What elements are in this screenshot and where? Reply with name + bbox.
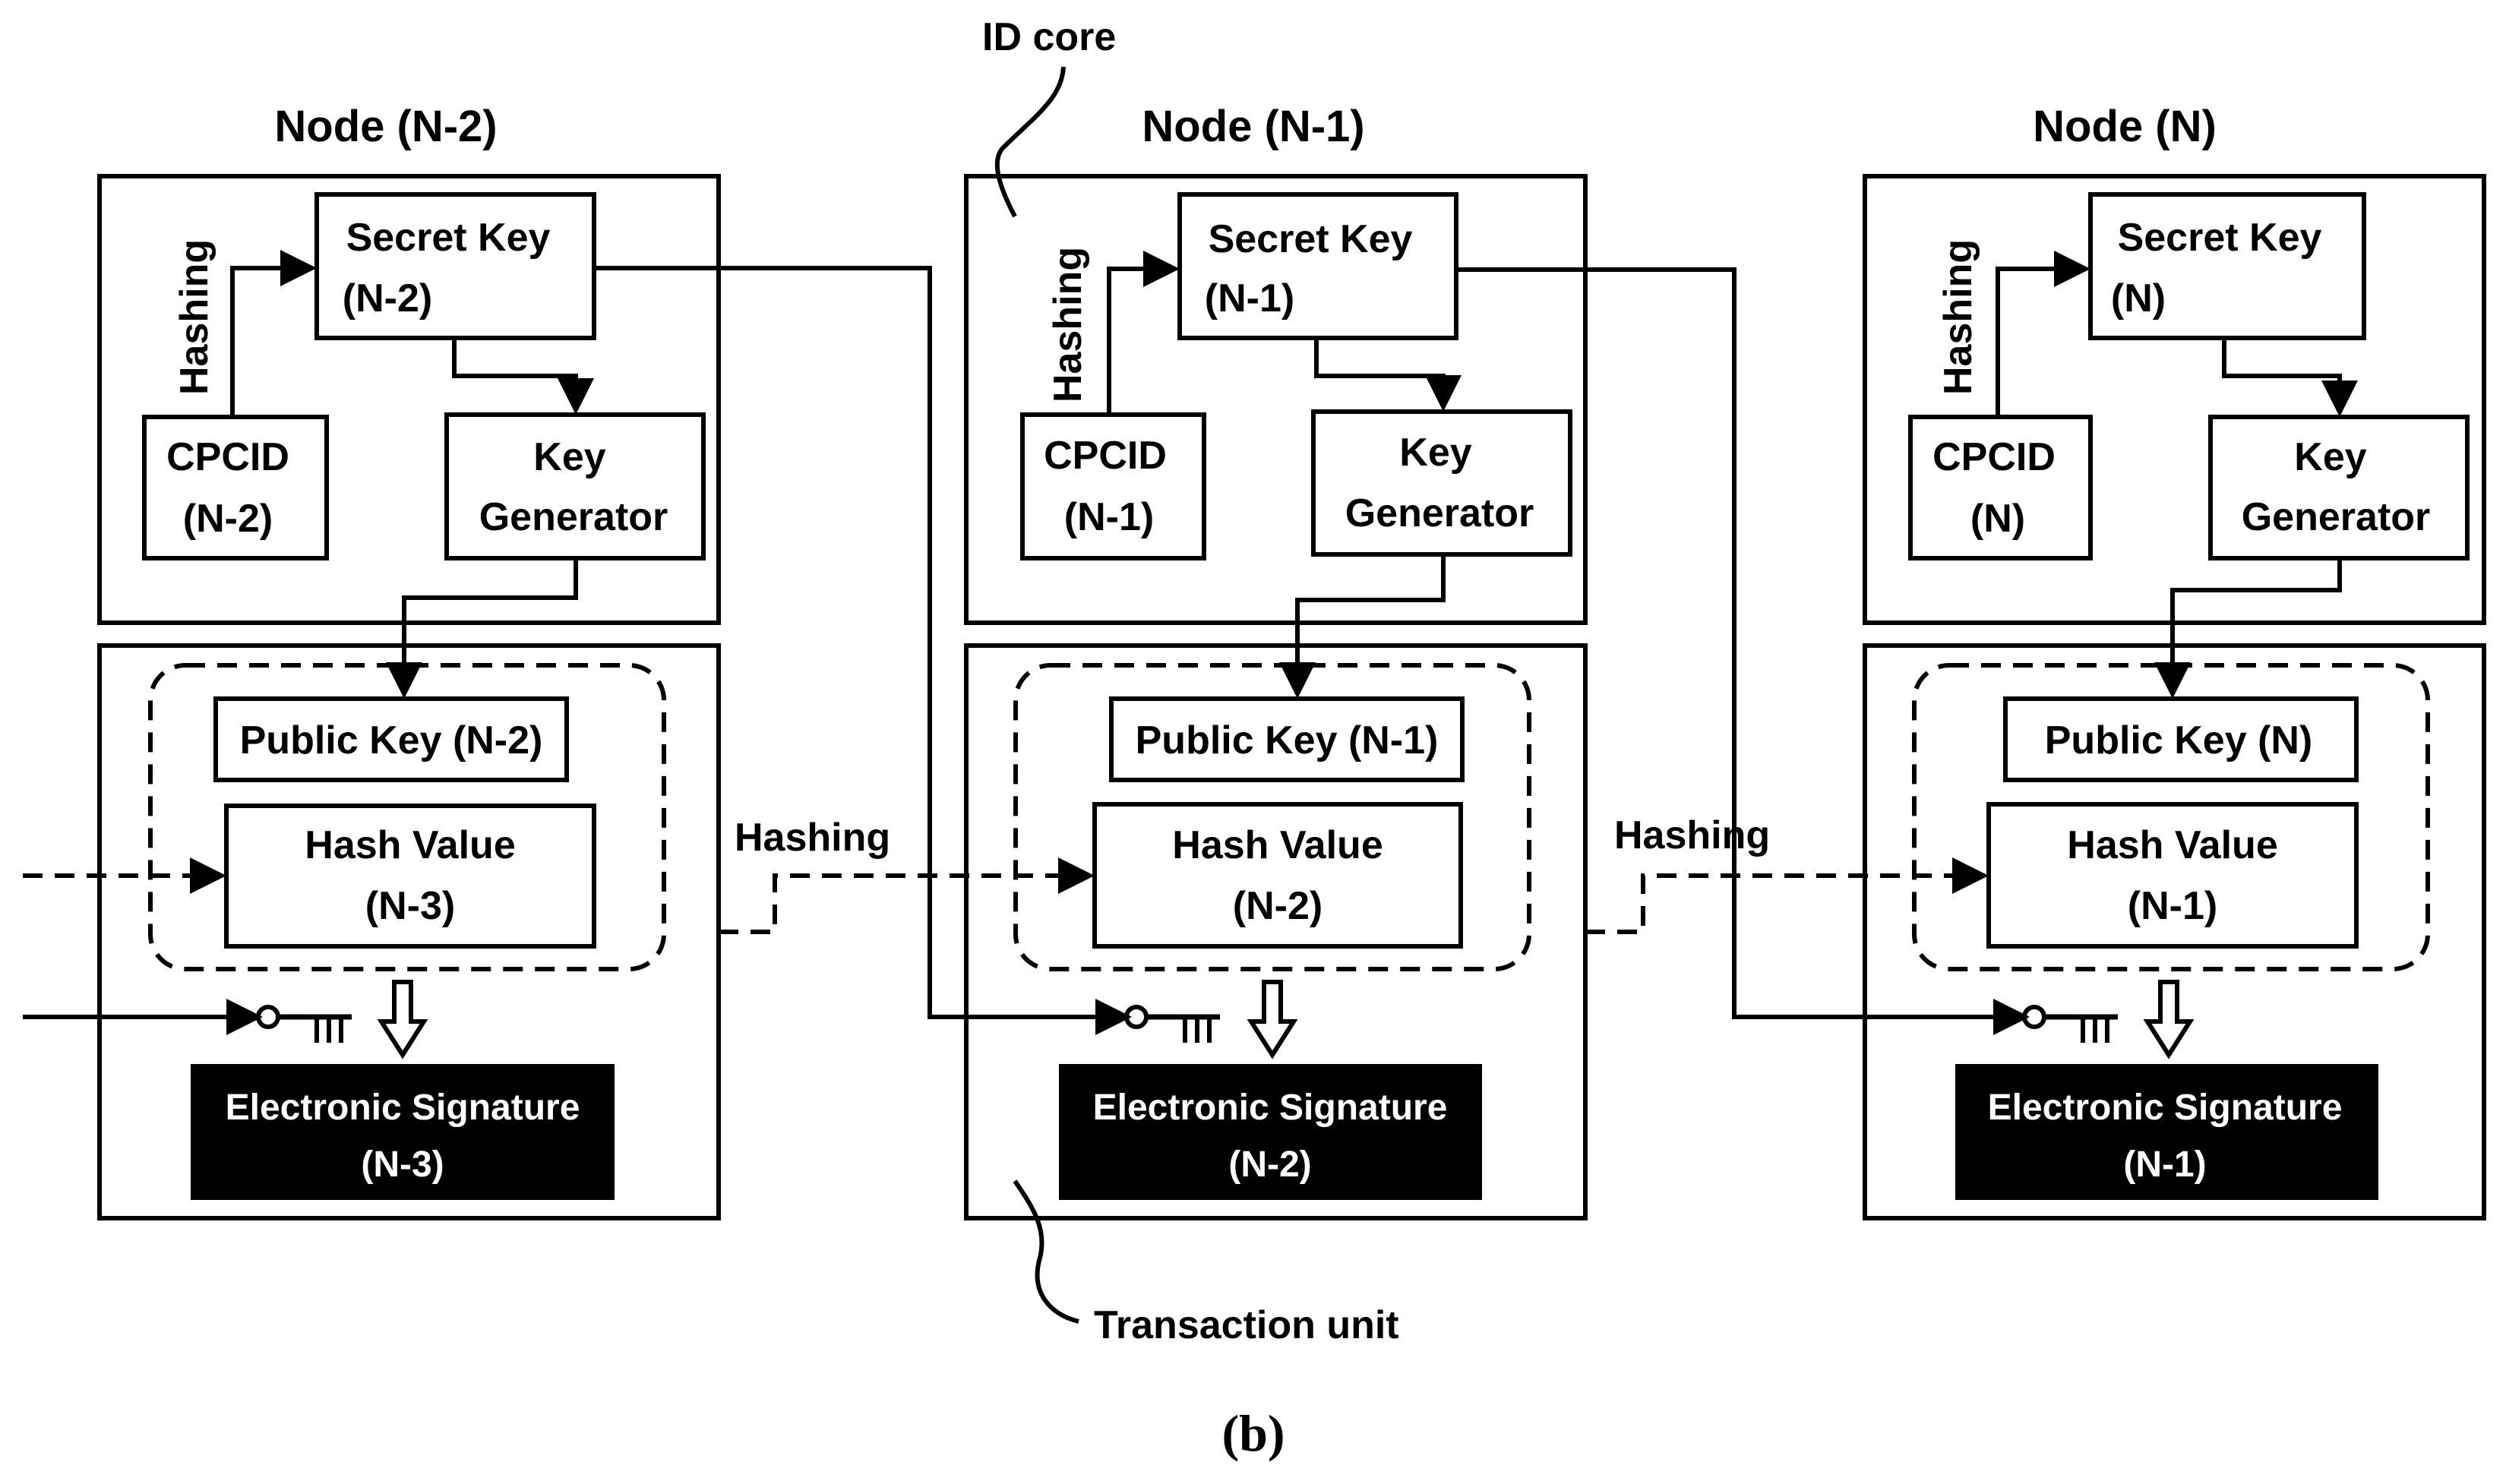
secret-key-index: (N-2)	[343, 276, 432, 320]
secret-key-link-2-arrow	[1456, 267, 2030, 1035]
hash-value-index: (N-3)	[365, 884, 455, 928]
cpcid-index: (N)	[1970, 497, 2025, 541]
key-generator-line1: Key	[2294, 435, 2366, 479]
secret-key-box	[2088, 192, 2366, 340]
hashing-label: Hashing	[172, 239, 216, 395]
secret-to-generator-arrow	[2222, 338, 2358, 417]
secret-key-label: Secret Key	[346, 216, 551, 260]
hashing-link-2-label: Hashing	[1614, 813, 1770, 857]
cpcid-box	[142, 415, 329, 560]
secret-to-generator-arrow	[452, 338, 594, 415]
electronic-signature-label: Electronic Signature	[1093, 1088, 1448, 1128]
block-data-dashed-group	[1912, 663, 2430, 971]
secret-key-label: Secret Key	[1209, 217, 1413, 261]
electronic-signature-index: (N-3)	[361, 1145, 444, 1185]
hash-value-label: Hash Value	[1172, 823, 1383, 867]
hashing-arrow	[230, 250, 317, 417]
public-key-box	[1109, 696, 1465, 782]
hashing-label: Hashing	[1046, 247, 1090, 403]
secret-to-generator-arrow	[1314, 338, 1462, 412]
key-generator-box	[1311, 409, 1572, 557]
generator-to-public-key-arrow	[2154, 558, 2342, 699]
hashing-arrow	[1107, 251, 1180, 415]
generator-to-public-key-arrow	[386, 558, 578, 699]
cpcid-label: CPCID	[1932, 435, 2056, 479]
cpcid-label: CPCID	[1044, 434, 1167, 478]
block-data-dashed-group	[1013, 663, 1531, 971]
id-core-leader-line	[994, 66, 1066, 218]
public-key-box	[213, 696, 569, 782]
key-generator-box	[2208, 415, 2470, 560]
transaction-unit-label: Transaction unit	[1094, 1303, 1399, 1347]
key-generator-line2: Generator	[2242, 495, 2431, 539]
transaction-unit-leader-line	[1013, 1179, 1079, 1324]
node-title: Node (N)	[2033, 102, 2217, 151]
hashing-label: Hashing	[1936, 239, 1980, 395]
key-generator-line1: Key	[533, 435, 605, 479]
hash-value-box	[1986, 802, 2359, 949]
public-key-label: Public Key (N-2)	[240, 718, 543, 763]
block-data-dashed-group	[148, 663, 666, 971]
node-n-2: Node (N-2) Secret Key (N-2) CPCID (N-2) …	[97, 102, 721, 1220]
node-n-1: Node (N-1) Secret Key (N-1) CPCID (N-1) …	[964, 102, 1588, 1220]
electronic-signature-box	[191, 1064, 615, 1200]
hash-value-index: (N-2)	[1233, 884, 1323, 928]
secret-key-index: (N-1)	[1205, 276, 1294, 320]
key-generator-box	[444, 412, 706, 560]
hashing-link-1-dashed-arrow	[719, 857, 1095, 934]
secret-key-box	[314, 192, 596, 340]
cpcid-box	[1908, 415, 2093, 560]
hash-value-label: Hash Value	[2067, 823, 2277, 867]
generator-to-public-key-arrow	[1279, 554, 1446, 699]
secret-key-label: Secret Key	[2118, 216, 2322, 260]
id-core-label: ID core	[982, 15, 1116, 59]
public-key-label: Public Key (N-1)	[1136, 718, 1439, 763]
public-key-label: Public Key (N)	[2045, 718, 2313, 763]
secret-key-index: (N)	[2111, 276, 2166, 320]
key-generator-line2: Generator	[1345, 491, 1534, 535]
hash-value-label: Hash Value	[305, 823, 515, 867]
hash-value-box	[224, 804, 596, 949]
cpcid-box	[1020, 412, 1206, 560]
cpcid-index: (N-1)	[1064, 495, 1154, 539]
electronic-signature-index: (N-2)	[1228, 1145, 1311, 1185]
cpcid-label: CPCID	[166, 435, 289, 479]
key-generator-line2: Generator	[479, 495, 668, 539]
hashing-link-1-label: Hashing	[735, 816, 890, 860]
electronic-signature-label: Electronic Signature	[226, 1088, 580, 1128]
hash-value-box	[1092, 802, 1463, 949]
figure-caption: (b)	[1221, 1404, 1285, 1462]
hashing-arrow	[1996, 251, 2090, 417]
key-generator-line1: Key	[1399, 431, 1471, 475]
electronic-signature-box	[1059, 1064, 1482, 1200]
electronic-signature-box	[1955, 1064, 2378, 1200]
hash-value-index: (N-1)	[2128, 884, 2217, 928]
node-n: Node (N) Secret Key (N) CPCID (N) Key Ge…	[1863, 102, 2486, 1220]
cpcid-index: (N-2)	[183, 497, 273, 541]
electronic-signature-index: (N-1)	[2123, 1145, 2206, 1185]
public-key-box	[2003, 696, 2359, 782]
secret-key-box	[1177, 192, 1458, 340]
node-title: Node (N-2)	[274, 102, 497, 151]
electronic-signature-label: Electronic Signature	[1988, 1088, 2343, 1128]
secret-key-link-1-arrow	[594, 266, 1132, 1035]
node-title: Node (N-1)	[1142, 102, 1364, 151]
